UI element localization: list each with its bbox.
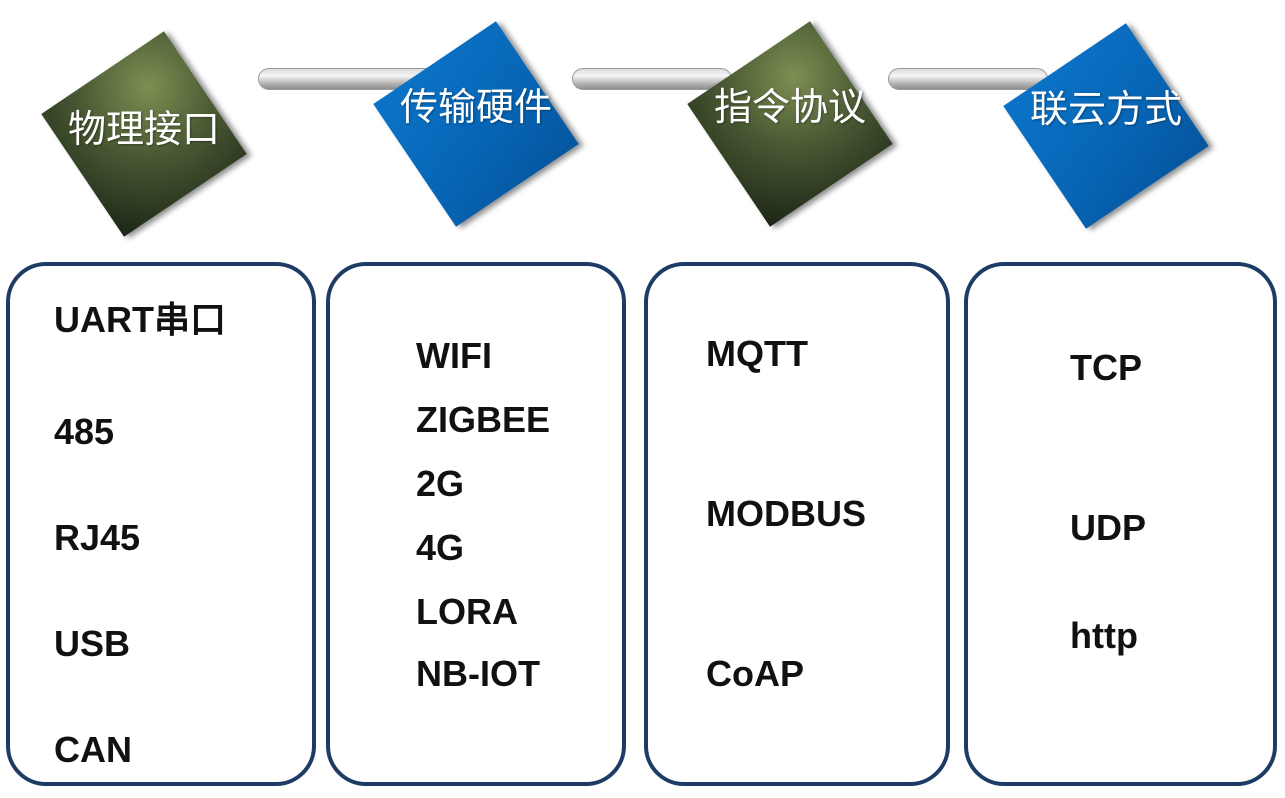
category-box-physical-interface: UART串口 485 RJ45 USB CAN <box>6 262 316 786</box>
list-item: MODBUS <box>706 493 866 534</box>
category-box-cloud-connection: TCP UDP http <box>964 262 1277 786</box>
list-item: LORA <box>416 591 518 632</box>
category-header-transmission-hardware: 传输硬件 <box>366 14 586 234</box>
list-item: CoAP <box>706 653 804 694</box>
list-item: http <box>1070 615 1138 656</box>
category-box-command-protocol: MQTT MODBUS CoAP <box>644 262 950 786</box>
list-item: TCP <box>1070 347 1142 388</box>
category-header-cloud-connection: 联云方式 <box>996 16 1216 236</box>
list-item: UART串口 <box>54 299 226 340</box>
category-label: 联云方式 <box>1029 87 1182 131</box>
category-header-physical-interface: 物理接口 <box>34 24 254 244</box>
list-item: CAN <box>54 729 132 770</box>
list-item: USB <box>54 623 131 664</box>
list-item: UDP <box>1070 507 1147 548</box>
list-item: 2G <box>416 463 465 504</box>
list-item: 4G <box>416 527 465 568</box>
category-label: 传输硬件 <box>399 85 552 129</box>
list-item: 485 <box>54 411 115 452</box>
list-item: MQTT <box>706 333 808 374</box>
category-label: 指令协议 <box>713 85 866 129</box>
list-item: NB-IOT <box>416 653 540 694</box>
category-box-transmission-hardware: WIFI ZIGBEE 2G 4G LORA NB-IOT <box>326 262 626 786</box>
list-item: RJ45 <box>54 517 141 558</box>
list-item: ZIGBEE <box>416 399 551 440</box>
category-header-command-protocol: 指令协议 <box>680 14 900 234</box>
category-label: 物理接口 <box>67 107 220 151</box>
list-item: WIFI <box>416 335 492 376</box>
